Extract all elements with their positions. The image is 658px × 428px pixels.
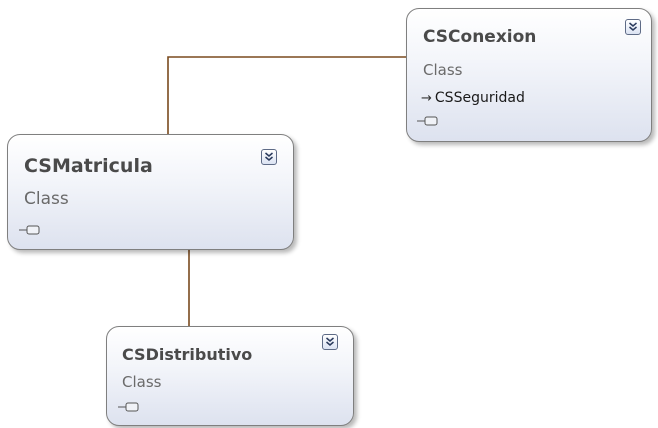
class-shape-csmatricula[interactable]: CSMatricula Class <box>7 134 294 250</box>
class-kind-label: Class <box>423 61 463 79</box>
class-name: CSDistributivo <box>122 345 253 364</box>
class-kind-label: Class <box>24 189 69 209</box>
expand-chevron-icon[interactable] <box>261 149 277 165</box>
lollipop-interface-icon <box>417 116 438 126</box>
class-name: CSMatricula <box>24 155 153 177</box>
class-kind-label: Class <box>122 373 162 391</box>
lollipop-interface-icon <box>118 402 139 412</box>
inheritance-arrow-icon: → <box>421 91 432 106</box>
connector-csmatricula-csconexion[interactable] <box>167 56 408 134</box>
expand-chevron-icon[interactable] <box>322 334 338 350</box>
class-shape-csconexion[interactable]: CSConexion Class →CSSeguridad <box>406 8 652 142</box>
member-name: CSSeguridad <box>434 90 525 106</box>
class-shape-csdistributivo[interactable]: CSDistributivo Class <box>106 326 354 426</box>
class-name: CSConexion <box>423 27 537 47</box>
expand-chevron-icon[interactable] <box>625 19 641 35</box>
lollipop-interface-icon <box>19 225 40 235</box>
member-item[interactable]: →CSSeguridad <box>421 90 525 106</box>
